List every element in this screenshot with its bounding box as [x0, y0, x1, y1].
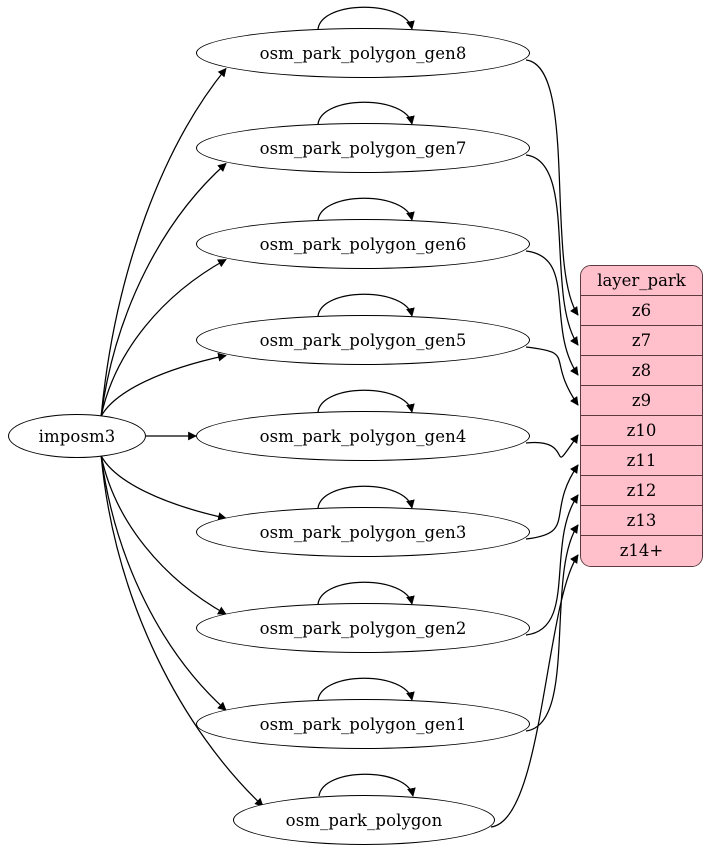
edge-osm-park-polygon-gen5-to-layer-row-z9	[525, 346, 579, 406]
self-loop-osm-park-polygon-gen2	[317, 581, 415, 605]
edge-osm-park-polygon-gen8-to-layer-row-z6	[525, 59, 579, 316]
layer-row-z7[interactable]: z7	[581, 326, 702, 356]
edge-imposm3-to-osm-park-polygon-gen3	[100, 455, 227, 521]
osm-park-polygon-gen4[interactable]: osm_park_polygon_gen4	[196, 411, 530, 461]
edge-osm-park-polygon-gen6-to-layer-row-z8	[525, 250, 579, 376]
edge-osm-park-polygon-to-layer-row-z14p	[490, 554, 579, 828]
osm-park-polygon-gen5-label: osm_park_polygon_gen5	[259, 330, 467, 350]
edge-imposm3-to-osm-park-polygon-gen7	[100, 162, 227, 417]
osm-park-polygon-gen3[interactable]: osm_park_polygon_gen3	[196, 507, 530, 557]
osm-park-polygon-gen7-label: osm_park_polygon_gen7	[259, 138, 467, 158]
osm-park-polygon-gen8[interactable]: osm_park_polygon_gen8	[196, 28, 530, 78]
imposm3-node[interactable]: imposm3	[8, 414, 146, 458]
layer-row-z11[interactable]: z11	[581, 446, 702, 476]
layer-row-z12[interactable]: z12	[581, 476, 702, 506]
osm-park-polygon-label: osm_park_polygon	[285, 810, 443, 830]
osm-park-polygon-gen2[interactable]: osm_park_polygon_gen2	[196, 603, 530, 653]
layer-row-z8[interactable]: z8	[581, 356, 702, 386]
self-loop-osm-park-polygon-gen8	[317, 6, 415, 30]
self-loop-osm-park-polygon	[318, 773, 416, 797]
edge-osm-park-polygon-gen7-to-layer-row-z7	[525, 154, 579, 346]
osm-park-polygon-gen8-label: osm_park_polygon_gen8	[259, 43, 467, 63]
layer-row-z13[interactable]: z13	[581, 506, 702, 536]
layer-row-z9[interactable]: z9	[581, 386, 702, 416]
imposm3-node-label: imposm3	[38, 426, 116, 446]
osm-park-polygon-gen6[interactable]: osm_park_polygon_gen6	[196, 219, 530, 269]
edge-osm-park-polygon-gen3-to-layer-row-z11	[525, 464, 579, 540]
self-loop-osm-park-polygon-gen6	[317, 197, 415, 221]
osm-park-polygon-gen1-label: osm_park_polygon_gen1	[259, 714, 467, 734]
osm-park-polygon-gen6-label: osm_park_polygon_gen6	[259, 234, 467, 254]
edge-osm-park-polygon-gen2-to-layer-row-z12	[525, 494, 579, 636]
edge-imposm3-to-osm-park-polygon-gen1	[100, 455, 227, 711]
edge-imposm3-to-osm-park-polygon-gen2	[100, 455, 227, 615]
self-loop-osm-park-polygon-gen4	[317, 389, 415, 413]
edge-imposm3-to-osm-park-polygon-gen5	[100, 352, 227, 417]
self-loop-osm-park-polygon-gen1	[317, 677, 415, 701]
edge-imposm3-to-osm-park-polygon-gen8	[100, 67, 227, 417]
self-loop-osm-park-polygon-gen7	[317, 101, 415, 125]
osm-park-polygon-gen1[interactable]: osm_park_polygon_gen1	[196, 699, 530, 749]
layer-row-z6[interactable]: z6	[581, 296, 702, 326]
osm-park-polygon-gen7[interactable]: osm_park_polygon_gen7	[196, 123, 530, 173]
osm-park-polygon-gen2-label: osm_park_polygon_gen2	[259, 618, 467, 638]
self-loop-osm-park-polygon-gen3	[317, 485, 415, 509]
edge-osm-park-polygon-gen1-to-layer-row-z13	[525, 524, 579, 732]
edge-imposm3-to-osm-park-polygon	[100, 455, 264, 807]
osm-park-polygon-gen4-label: osm_park_polygon_gen4	[259, 426, 467, 446]
osm-park-polygon[interactable]: osm_park_polygon	[233, 795, 495, 845]
edge-osm-park-polygon-gen4-to-layer-row-z10	[525, 434, 579, 458]
osm-park-polygon-gen5[interactable]: osm_park_polygon_gen5	[196, 315, 530, 365]
edge-imposm3-to-osm-park-polygon-gen6	[100, 258, 227, 417]
osm-park-polygon-gen3-label: osm_park_polygon_gen3	[259, 522, 467, 542]
self-loop-osm-park-polygon-gen5	[317, 293, 415, 317]
layer-row-z14p[interactable]: z14+	[581, 536, 702, 566]
layer-park-header: layer_park	[581, 266, 702, 296]
layer-row-z10[interactable]: z10	[581, 416, 702, 446]
